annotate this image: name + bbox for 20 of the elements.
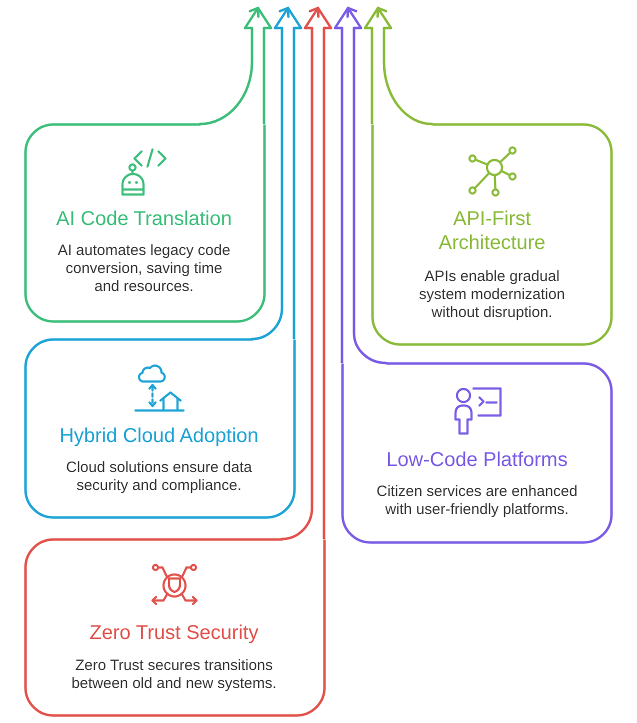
arrow [250,6,302,340]
card [24,122,266,322]
arrow [334,6,388,364]
card-title: AI Code Translation [56,207,232,231]
card-description: Zero Trust secures transitions between old and new systems. [70,657,278,693]
card-title: Zero Trust Security [90,621,258,645]
card-title: Low-Code Platforms [386,448,568,472]
card [370,122,612,346]
card-description: APIs enable gradual system modernization without disruption. [418,268,566,322]
arrow [280,6,332,540]
card-title: API-First Architecture [438,207,546,255]
arrow [198,6,272,126]
card [24,338,296,518]
card [24,538,326,716]
card-title: Hybrid Cloud Adoption [60,424,258,448]
card-description: AI automates legacy code conversion, saving time and resources. [56,242,232,296]
arrow [364,6,434,126]
card-description: Cloud solutions ensure data security and compliance. [65,459,253,495]
card [340,362,612,544]
card-description: Citizen services are enhanced with user-friendly platforms. [376,483,578,519]
